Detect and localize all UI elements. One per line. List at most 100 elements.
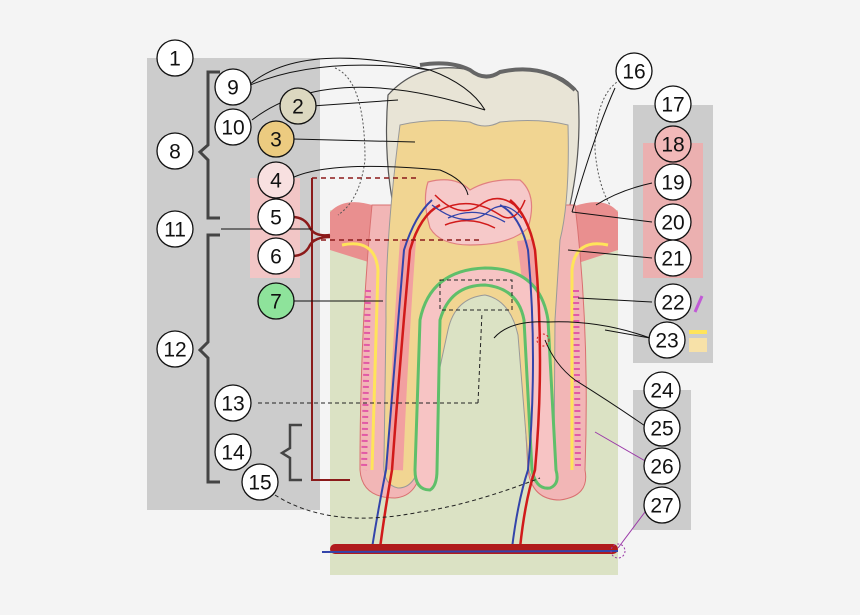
callout-number-20: 20 — [661, 212, 684, 235]
inner-bone-lining — [413, 266, 559, 492]
callout-circle-13 — [214, 384, 252, 422]
callout-number-8: 8 — [169, 141, 181, 164]
purple-leader-26 — [594, 431, 648, 463]
callout-number-5: 5 — [270, 207, 282, 230]
artery-left-root — [378, 203, 441, 549]
callout-circle-17 — [654, 85, 692, 123]
detail-circle-25 — [536, 333, 550, 347]
callout-12: 12 — [156, 330, 194, 368]
callout-number-14: 14 — [221, 442, 245, 465]
dashed-line-13b — [477, 311, 483, 404]
vein-left-root — [371, 199, 433, 549]
brace-pulp — [311, 178, 350, 481]
callout-number-12: 12 — [163, 339, 186, 362]
callout-3: 3 — [257, 120, 295, 158]
callout-circle-10 — [214, 108, 252, 146]
callout-circle-19 — [654, 163, 692, 201]
callout-number-13: 13 — [221, 393, 244, 416]
callout-number-9: 9 — [227, 77, 239, 100]
callout-number-6: 6 — [270, 246, 282, 269]
callout-9: 9 — [214, 68, 252, 106]
dotted-gum-line-left — [334, 67, 366, 216]
callout-number-2: 2 — [292, 96, 304, 119]
callout-11: 11 — [156, 210, 194, 248]
callout-circle-14 — [214, 433, 252, 471]
callout-6: 6 — [257, 237, 295, 275]
brace-6 — [291, 235, 331, 258]
cementum-left — [341, 242, 380, 471]
callout-circle-1 — [156, 39, 194, 77]
legend-cementum-swatch — [689, 330, 707, 334]
callout-number-18: 18 — [661, 134, 684, 157]
pulp-vessel-network — [434, 194, 526, 229]
periodontal-fibers-right — [573, 289, 581, 471]
pulp-vein-network — [431, 204, 523, 223]
artery-right-root — [509, 199, 542, 549]
gingiva — [330, 202, 618, 265]
callout-number-16: 16 — [622, 61, 645, 84]
callout-4: 4 — [257, 161, 295, 199]
callout-number-4: 4 — [270, 170, 282, 193]
callout-circle-18 — [654, 125, 692, 163]
brace-5-6 — [291, 215, 331, 237]
callout-circle-25 — [643, 409, 681, 447]
callout-circle-5 — [257, 198, 295, 236]
callout-circle-2 — [279, 87, 317, 125]
callout-circle-24 — [643, 371, 681, 409]
callout-circle-4 — [257, 161, 295, 199]
callout-circle-3 — [257, 120, 295, 158]
periodontal-fibers-left — [361, 289, 371, 471]
callout-number-22: 22 — [661, 292, 684, 315]
callout-circle-21 — [654, 239, 692, 277]
callout-circle-27 — [643, 486, 681, 524]
callout-18: 18 — [654, 125, 692, 163]
callout-2: 2 — [279, 87, 317, 125]
callout-number-3: 3 — [270, 129, 282, 152]
callout-25: 25 — [643, 409, 681, 447]
callout-24: 24 — [643, 371, 681, 409]
detail-circle-27 — [610, 543, 626, 559]
callout-number-7: 7 — [270, 291, 282, 314]
callout-circle-15 — [241, 463, 279, 501]
legend-bone-swatch — [689, 338, 707, 352]
callout-number-10: 10 — [221, 117, 244, 140]
brace-8 — [197, 70, 220, 220]
callout-number-21: 21 — [661, 248, 684, 271]
callout-22: 22 — [654, 283, 692, 321]
callout-circle-11 — [156, 210, 194, 248]
callout-number-24: 24 — [650, 380, 674, 403]
callout-circle-8 — [156, 132, 194, 170]
brace-12 — [197, 233, 220, 484]
callout-circle-12 — [156, 330, 194, 368]
callout-number-17: 17 — [661, 94, 684, 117]
callout-26: 26 — [643, 447, 681, 485]
callout-19: 19 — [654, 163, 692, 201]
callout-21: 21 — [654, 239, 692, 277]
detail-box — [439, 279, 513, 311]
callout-circle-9 — [214, 68, 252, 106]
callout-14: 14 — [214, 433, 252, 471]
callout-23: 23 — [648, 321, 686, 359]
callout-27: 27 — [643, 486, 681, 524]
legend-fiber-swatch — [693, 295, 704, 313]
callout-number-26: 26 — [650, 456, 673, 479]
callout-circle-16 — [615, 52, 653, 90]
callout-17: 17 — [654, 85, 692, 123]
callout-16: 16 — [615, 52, 653, 90]
dashed-curve-15 — [274, 477, 541, 519]
callout-15: 15 — [241, 463, 279, 501]
leader-lines — [221, 57, 653, 429]
callout-20: 20 — [654, 203, 692, 241]
callout-13: 13 — [214, 384, 252, 422]
callout-number-11: 11 — [164, 219, 186, 242]
vein-right-root — [499, 204, 534, 549]
callout-circle-7 — [257, 282, 295, 320]
callout-number-23: 23 — [655, 330, 678, 353]
callout-circle-23 — [648, 321, 686, 359]
callout-number-25: 25 — [650, 418, 673, 441]
callout-circle-6 — [257, 237, 295, 275]
callout-8: 8 — [156, 132, 194, 170]
callout-circle-22 — [654, 283, 692, 321]
callout-number-27: 27 — [650, 495, 673, 518]
